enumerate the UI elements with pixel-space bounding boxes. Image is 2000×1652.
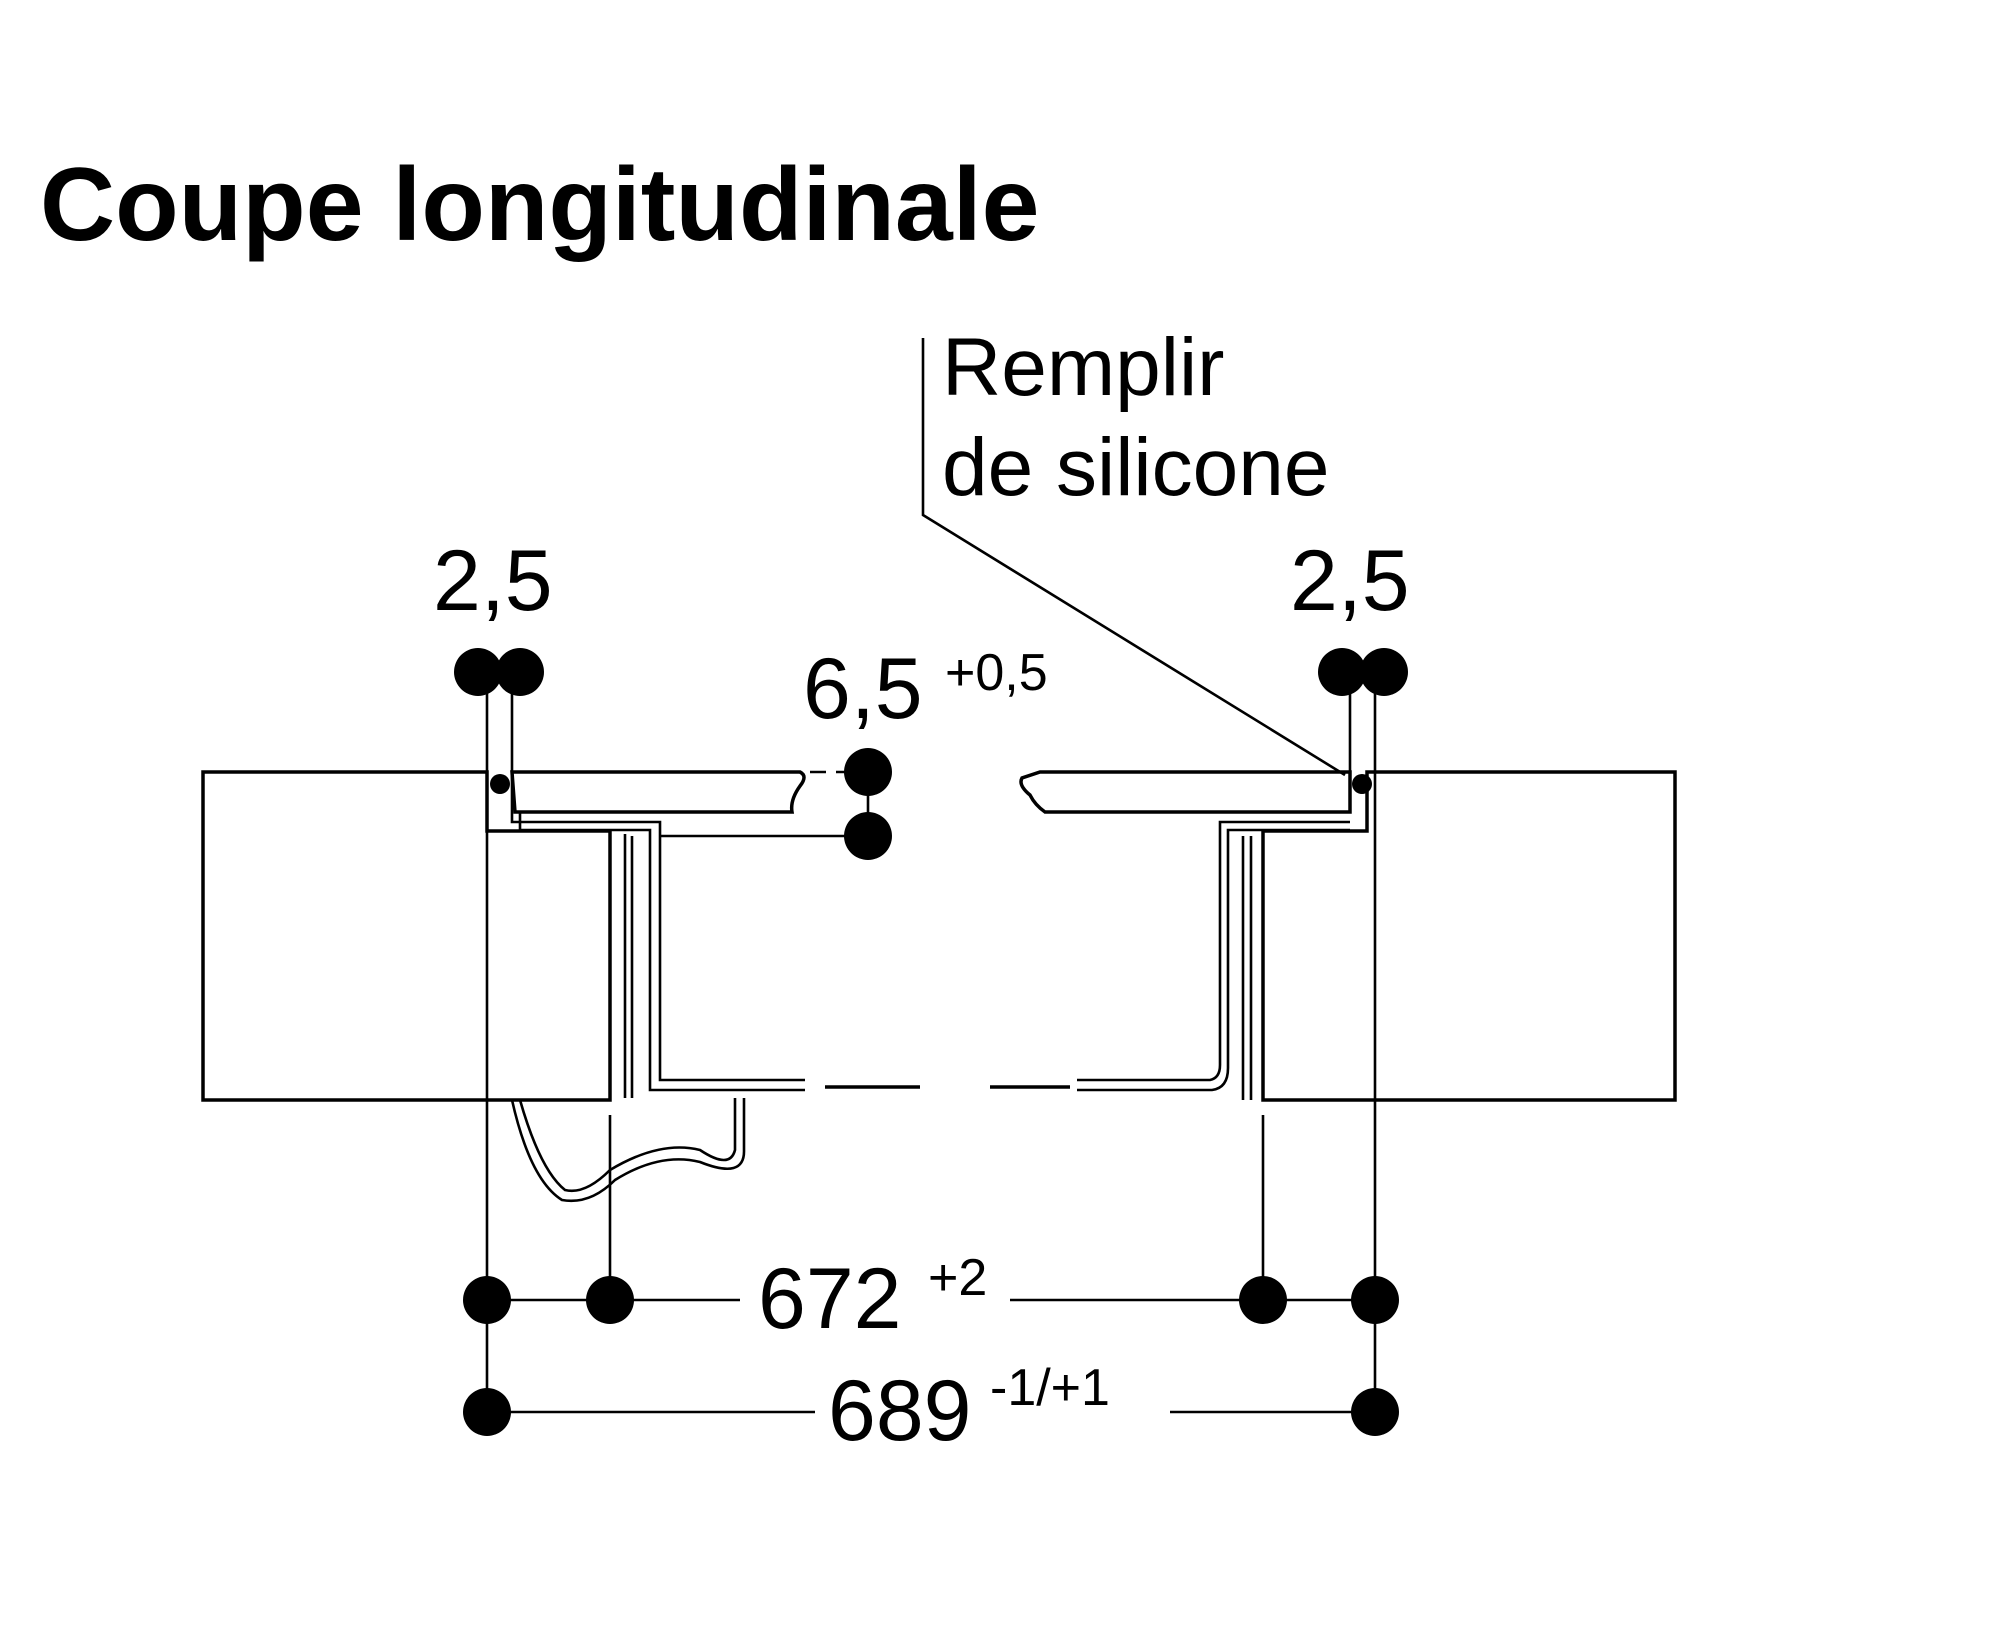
connection-cable: [510, 1098, 746, 1203]
dimension-gap-right-label: 2,5: [1290, 533, 1410, 629]
dimension-cutout-width-tolerance: +2: [928, 1249, 987, 1307]
dimension-overall-width-label: 689: [828, 1363, 972, 1459]
hob-frame: [510, 812, 1350, 1100]
callout-line-2: de silicone: [942, 422, 1329, 513]
left-gap-lines: [485, 690, 514, 1300]
dimension-cutout-width-label: 672: [758, 1251, 902, 1347]
dimension-glass-thickness: [660, 748, 892, 860]
dimension-glass-thickness-label: 6,5: [803, 641, 923, 737]
callout-line-1: Remplir: [942, 322, 1224, 413]
dimension-gap-right: [1318, 648, 1408, 696]
dimension-overall-width: [463, 1300, 1399, 1436]
dimension-gap-left: [454, 648, 544, 696]
dimension-glass-thickness-tolerance: +0,5: [945, 644, 1048, 702]
page-title: Coupe longitudinale: [40, 147, 1039, 263]
silicone-seal-right: [1352, 774, 1372, 794]
callout-leader: [921, 338, 1346, 777]
right-gap-lines: [1348, 690, 1377, 1300]
glass-plate-right: [1019, 770, 1352, 814]
dimension-overall-width-tolerance: -1/+1: [990, 1359, 1110, 1417]
countertop-right: [1261, 770, 1677, 1102]
silicone-seal-left: [490, 774, 510, 794]
glass-plate-left: [510, 770, 806, 814]
dimension-gap-left-label: 2,5: [433, 533, 553, 629]
